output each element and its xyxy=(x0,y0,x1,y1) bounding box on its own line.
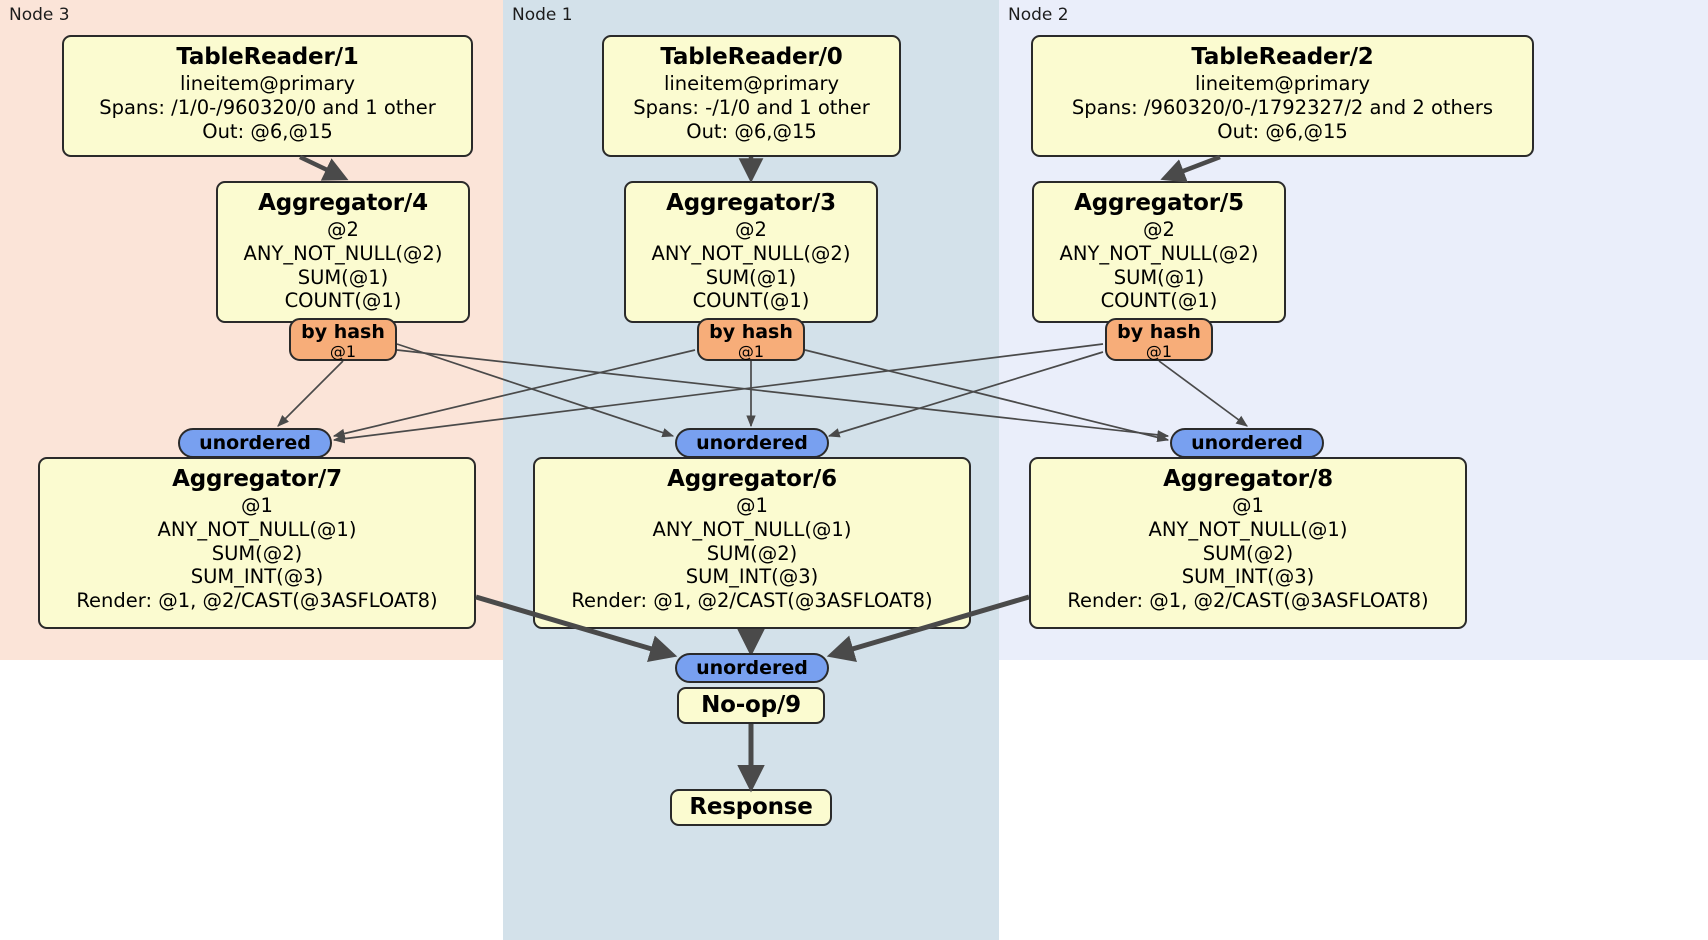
processor-title-aggregator6: Aggregator/6 xyxy=(667,466,837,492)
processor-detail-aggregator3-3: COUNT(@1) xyxy=(692,289,810,313)
hash-router-label-hash5: by hash xyxy=(1117,321,1201,343)
processor-detail-aggregator7-3: SUM_INT(@3) xyxy=(190,565,324,589)
processor-detail-tablereader0-1: Spans: -/1/0 and 1 other xyxy=(633,95,870,119)
processor-detail-aggregator3-1: ANY_NOT_NULL(@2) xyxy=(651,241,851,265)
processor-detail-aggregator6-4: Render: @1, @2/CAST(@3ASFLOAT8) xyxy=(571,589,933,613)
unordered-label-unordered9: unordered xyxy=(696,656,808,679)
unordered-label-unordered7: unordered xyxy=(199,431,311,454)
processor-detail-tablereader2-0: lineitem@primary xyxy=(1194,72,1371,96)
unordered-synchronizer-unordered9[interactable]: unordered xyxy=(675,653,829,683)
processor-detail-aggregator8-2: SUM(@2) xyxy=(1202,541,1294,565)
processor-title-aggregator4: Aggregator/4 xyxy=(258,190,428,216)
processor-detail-aggregator7-4: Render: @1, @2/CAST(@3ASFLOAT8) xyxy=(76,589,438,613)
processor-detail-aggregator4-3: COUNT(@1) xyxy=(284,289,402,313)
processor-detail-aggregator4-1: ANY_NOT_NULL(@2) xyxy=(243,241,443,265)
node-panel-label-node3: Node 3 xyxy=(9,5,70,25)
processor-detail-aggregator8-3: SUM_INT(@3) xyxy=(1181,565,1315,589)
processor-detail-aggregator3-0: @2 xyxy=(735,218,767,242)
processor-detail-aggregator7-2: SUM(@2) xyxy=(211,541,303,565)
hash-router-column-hash3: @1 xyxy=(737,341,765,361)
processor-detail-tablereader2-1: Spans: /960320/0-/1792327/2 and 2 others xyxy=(1071,95,1494,119)
processor-response[interactable]: Response xyxy=(670,789,832,826)
processor-title-tablereader2: TableReader/2 xyxy=(1191,44,1374,70)
processor-detail-aggregator6-3: SUM_INT(@3) xyxy=(685,565,819,589)
hash-router-column-hash4: @1 xyxy=(329,341,357,361)
hash-router-badge-hash4[interactable]: by hash@1 xyxy=(289,318,397,361)
processor-title-aggregator7: Aggregator/7 xyxy=(172,466,342,492)
processor-detail-aggregator6-0: @1 xyxy=(736,494,768,518)
unordered-label-unordered8: unordered xyxy=(1191,431,1303,454)
processor-detail-tablereader0-2: Out: @6,@15 xyxy=(686,119,817,143)
processor-detail-aggregator8-1: ANY_NOT_NULL(@1) xyxy=(1148,517,1348,541)
node-panel-label-node2: Node 2 xyxy=(1008,5,1069,25)
processor-detail-aggregator7-0: @1 xyxy=(241,494,273,518)
processor-title-aggregator5: Aggregator/5 xyxy=(1074,190,1244,216)
processor-detail-tablereader1-1: Spans: /1/0-/960320/0 and 1 other xyxy=(99,95,436,119)
hash-router-badge-hash5[interactable]: by hash@1 xyxy=(1105,318,1213,361)
hash-router-column-hash5: @1 xyxy=(1145,341,1173,361)
unordered-synchronizer-unordered6[interactable]: unordered xyxy=(675,428,829,458)
processor-detail-tablereader1-2: Out: @6,@15 xyxy=(202,119,333,143)
processor-detail-aggregator6-1: ANY_NOT_NULL(@1) xyxy=(652,517,852,541)
processor-detail-aggregator5-2: SUM(@1) xyxy=(1113,265,1205,289)
processor-title-noop9: No-op/9 xyxy=(701,691,801,718)
processor-title-tablereader0: TableReader/0 xyxy=(660,44,843,70)
processor-detail-aggregator5-0: @2 xyxy=(1143,218,1175,242)
processor-detail-aggregator3-2: SUM(@1) xyxy=(705,265,797,289)
hash-router-badge-hash3[interactable]: by hash@1 xyxy=(697,318,805,361)
processor-detail-aggregator6-2: SUM(@2) xyxy=(706,541,798,565)
processor-detail-aggregator4-0: @2 xyxy=(327,218,359,242)
processor-detail-aggregator4-2: SUM(@1) xyxy=(297,265,389,289)
unordered-synchronizer-unordered7[interactable]: unordered xyxy=(178,428,332,458)
processor-detail-tablereader2-2: Out: @6,@15 xyxy=(1217,119,1348,143)
processor-title-response: Response xyxy=(689,793,813,820)
processor-detail-tablereader1-0: lineitem@primary xyxy=(179,72,356,96)
processor-title-aggregator3: Aggregator/3 xyxy=(666,190,836,216)
node-panel-label-node1: Node 1 xyxy=(512,5,573,25)
hash-router-label-hash4: by hash xyxy=(301,321,385,343)
processor-detail-aggregator8-4: Render: @1, @2/CAST(@3ASFLOAT8) xyxy=(1067,589,1429,613)
hash-router-label-hash3: by hash xyxy=(709,321,793,343)
processor-detail-aggregator7-1: ANY_NOT_NULL(@1) xyxy=(157,517,357,541)
processor-detail-aggregator8-0: @1 xyxy=(1232,494,1264,518)
unordered-synchronizer-unordered8[interactable]: unordered xyxy=(1170,428,1324,458)
processor-title-aggregator8: Aggregator/8 xyxy=(1163,466,1333,492)
processor-detail-aggregator5-1: ANY_NOT_NULL(@2) xyxy=(1059,241,1259,265)
processor-detail-tablereader0-0: lineitem@primary xyxy=(663,72,840,96)
unordered-label-unordered6: unordered xyxy=(696,431,808,454)
processor-detail-aggregator5-3: COUNT(@1) xyxy=(1100,289,1218,313)
processor-title-tablereader1: TableReader/1 xyxy=(176,44,359,70)
processor-noop9[interactable]: No-op/9 xyxy=(677,687,825,724)
